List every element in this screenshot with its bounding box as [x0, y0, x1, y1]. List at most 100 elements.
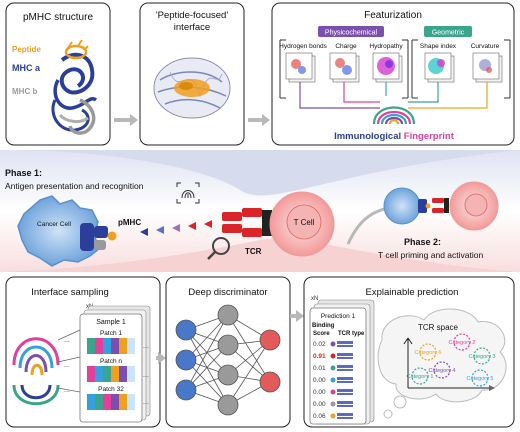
deep-discriminator-panel: Deep discriminator — [165, 276, 291, 428]
binding-score-header-1: Binding — [312, 323, 335, 329]
ellipsis-2: ... — [64, 362, 70, 369]
pmhc-title: pMHC structure — [23, 12, 93, 23]
prediction-title: Explainable prediction — [366, 287, 459, 298]
tcr-type-marker — [330, 365, 336, 371]
feature-connectors — [299, 82, 488, 109]
t-cell: T Cell — [269, 191, 335, 257]
patch-32-strip — [87, 394, 135, 410]
feature-hydropathy: Hydropathy — [369, 43, 403, 50]
prediction-card-title: Prediction 1 — [321, 313, 356, 320]
sample-label: Sample 1 — [96, 319, 126, 326]
interface-surface-illustration — [153, 57, 231, 119]
featurization-title: Featurization — [364, 10, 422, 21]
interface-title-line1: 'Peptide-focused' — [156, 10, 228, 21]
flow-arrow — [290, 310, 304, 322]
legend-mhc-a: MHC a — [12, 63, 41, 73]
category-label: Category 2 — [449, 340, 476, 346]
category-cluster — [453, 333, 471, 351]
binding-score-value: 0.00 — [313, 401, 326, 408]
patch-n-strip — [87, 366, 135, 382]
tcr-type-header: TCR type — [338, 331, 365, 337]
tcr-type-marker — [330, 341, 336, 347]
phase2-illustration — [383, 181, 499, 231]
tcr-type-marker — [330, 353, 336, 359]
flow-arrow — [156, 352, 166, 364]
tcr-icon — [337, 389, 353, 395]
patch-32-label: Patch 32 — [98, 386, 124, 393]
biology-section: Phase 1: Antigen presentation and recogn… — [0, 150, 520, 272]
ellipsis-1: ... — [64, 337, 70, 344]
thought-bubble-small — [383, 409, 393, 419]
legend-peptide: Peptide — [12, 45, 41, 54]
feature-curvature: Curvature — [471, 43, 500, 50]
ellipsis-right-2: ... — [143, 372, 149, 379]
tcr-icon — [337, 377, 353, 383]
tcr-icon — [337, 413, 353, 419]
physicochemical-tag — [318, 26, 384, 37]
legend-mhc-b: MHC b — [12, 87, 37, 96]
category-label: Category 1 — [407, 374, 434, 380]
tcr-icon — [337, 353, 353, 359]
ellipsis-right-1: ... — [143, 343, 149, 350]
tcr-type-marker — [330, 377, 336, 383]
tcr-type-marker — [330, 413, 336, 419]
prediction-n-label: xN — [311, 296, 318, 302]
protein-structure-illustration — [51, 39, 98, 135]
feature-map-hydrogen-bonds — [285, 52, 316, 83]
tcr-receptor-icon — [222, 208, 272, 237]
thought-bubble-medium — [393, 395, 407, 409]
feature-shape-index: Shape index — [420, 43, 457, 50]
fingerprint-rings-icon — [12, 337, 60, 406]
category-label: Category 6 — [415, 350, 442, 356]
feature-hydrogen-bonds: Hydrogen bonds — [279, 43, 327, 50]
category-cluster — [473, 347, 491, 365]
tcr-icon — [337, 401, 353, 407]
patch-1-strip — [87, 338, 135, 354]
interface-sampling-panel: Interface sampling ... ... ... xN Sample… — [5, 276, 161, 428]
neural-network-diagram — [175, 304, 281, 416]
ellipsis-right-3: ... — [143, 399, 149, 406]
binding-score-header-2: Score — [313, 331, 330, 337]
sampling-title: Interface sampling — [31, 287, 109, 298]
tcr-type-marker — [330, 401, 336, 407]
t-cell-label: T Cell — [294, 218, 315, 227]
fingerprint-label: Immunological Fingerprint — [334, 131, 455, 142]
binding-score-value: 0.06 — [313, 413, 326, 420]
phase1-subtitle: Antigen presentation and recognition — [5, 181, 144, 191]
tcr-space-cloud: TCR space — [377, 308, 507, 403]
binding-score-value: 0.00 — [313, 389, 326, 396]
binding-score-value: 0.01 — [313, 365, 326, 372]
phase1-title: Phase 1: — [5, 168, 42, 178]
category-label: Category 5 — [467, 376, 494, 382]
tcr-icon — [337, 341, 353, 347]
cancer-cell-label: Cancer Cell — [37, 221, 72, 228]
category-label: Category 3 — [469, 354, 496, 360]
physicochemical-label: Physicochemical — [325, 30, 378, 37]
flow-arrow — [248, 114, 270, 126]
category-cluster — [471, 369, 489, 387]
binding-score-value: 0.91 — [313, 353, 326, 360]
fingerprint-scan-icon — [176, 182, 200, 204]
phase2-subtitle: T cell priming and activation — [378, 250, 483, 260]
explainable-prediction-panel: Explainable prediction xN Prediction 1 B… — [303, 276, 515, 428]
antigen-triangles — [140, 220, 212, 236]
tcr-icon — [337, 365, 353, 371]
category-cluster — [411, 367, 429, 385]
pmhc-structure-panel: pMHC structure Peptide MHC a MHC b — [5, 2, 111, 146]
binding-score-value: 0.00 — [313, 377, 326, 384]
transition-curve — [346, 206, 389, 245]
interface-panel: 'Peptide-focused' interface — [139, 2, 245, 146]
geometric-label: Geometric — [432, 30, 465, 37]
pmhc-receptor-icon — [80, 223, 117, 251]
flow-arrow — [114, 114, 138, 126]
discriminator-title: Deep discriminator — [188, 287, 267, 298]
feature-map-charge — [329, 52, 360, 83]
patch-1-label: Patch 1 — [100, 330, 122, 337]
pmhc-label: pMHC — [118, 218, 141, 227]
tcr-space-label: TCR space — [418, 323, 459, 332]
score-rows: 0.020.910.010.000.000.000.06 — [313, 341, 353, 420]
patch-n-label: Patch n — [100, 358, 122, 365]
tcr-type-marker — [330, 389, 336, 395]
featurization-panel: Featurization Physicochemical Geometric … — [271, 2, 515, 146]
